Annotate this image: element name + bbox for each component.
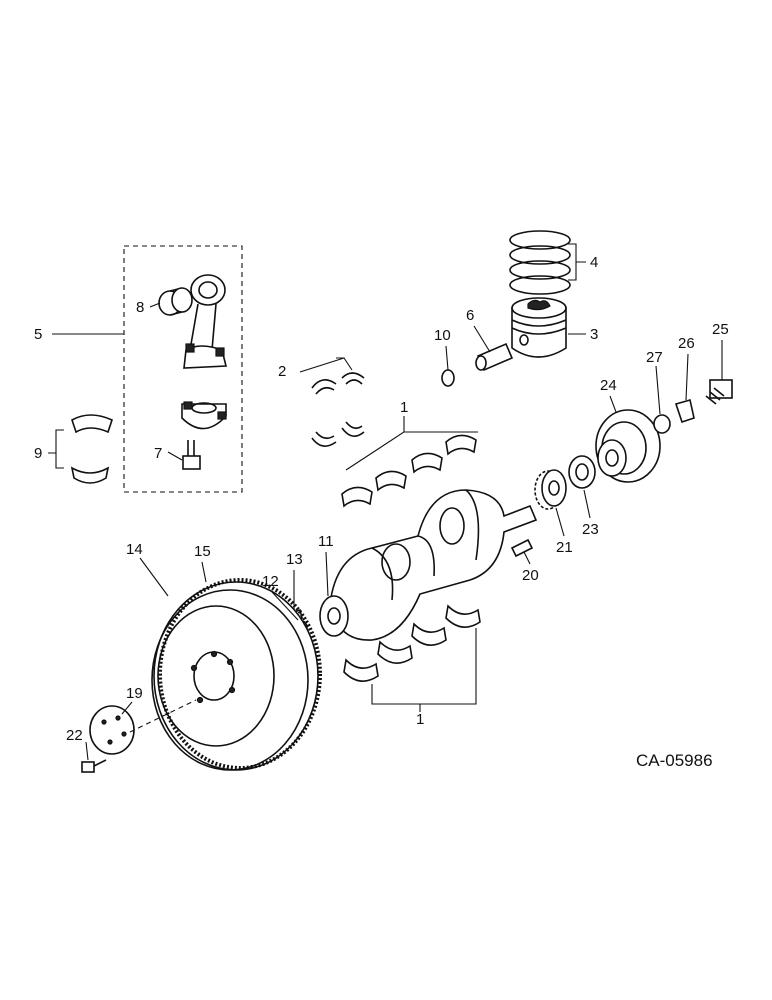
callout-20: 20: [522, 567, 539, 584]
part-ring-gear: [158, 578, 322, 770]
callout-26: 26: [678, 335, 695, 352]
callout-23: 23: [582, 521, 599, 538]
callout-1-upper: 1: [400, 399, 408, 416]
drawing-code: CA-05986: [636, 751, 713, 770]
callout-5: 5: [34, 326, 42, 343]
callout-10: 10: [434, 327, 451, 344]
callout-13: 13: [286, 551, 303, 568]
callout-6: 6: [466, 307, 474, 324]
part-snap-ring: [441, 369, 455, 387]
callout-22: 22: [66, 727, 83, 744]
part-piston-rings: [509, 230, 571, 295]
part-flywheel-plate: [89, 705, 135, 755]
part-gear-key: [510, 538, 534, 558]
part-crankshaft: [319, 489, 538, 641]
part-flywheel: [151, 581, 319, 771]
part-washer: [653, 414, 671, 434]
part-hub-bolt: [705, 379, 733, 405]
callout-3: 3: [590, 326, 598, 343]
callout-4: 4: [590, 254, 598, 271]
part-main-bearings-lower: [343, 604, 481, 682]
part-bushing: [158, 287, 193, 316]
callout-9: 9: [34, 445, 42, 462]
callout-24: 24: [600, 377, 617, 394]
part-crank-gear: [534, 469, 567, 510]
leader-lines: [48, 243, 723, 761]
callout-8: 8: [136, 299, 144, 316]
part-rod-bolt: [182, 440, 201, 470]
part-piston-pin: [475, 342, 514, 372]
callout-14: 14: [126, 541, 143, 558]
part-thrust-washers: [311, 372, 365, 447]
callout-21: 21: [556, 539, 573, 556]
callout-25: 25: [712, 321, 729, 338]
callout-15: 15: [194, 543, 211, 560]
callout-7: 7: [154, 445, 162, 462]
part-lock-plate: [674, 398, 695, 424]
part-piston: [511, 297, 567, 358]
part-front-hub: [595, 409, 661, 483]
callout-27: 27: [646, 349, 663, 366]
part-main-bearings-upper: [341, 434, 477, 508]
part-connecting-rod: [183, 274, 228, 369]
callout-12: 12: [262, 573, 279, 590]
part-flywheel-bolt: [81, 759, 107, 773]
callout-11: 11: [318, 533, 334, 550]
callout-19: 19: [126, 685, 143, 702]
callout-1-lower: 1: [416, 711, 424, 728]
connecting-rod-group-box: [123, 245, 243, 493]
callout-2: 2: [278, 363, 286, 380]
callout-labels: 1 1 2 3 4 5 6 7 8 9 10 11 12 13 14 15 19…: [34, 254, 729, 744]
assembly-axis-line: [129, 699, 197, 733]
part-rod-cap: [181, 401, 227, 430]
part-oil-seal: [568, 455, 596, 489]
part-rod-bearings: [70, 414, 113, 484]
